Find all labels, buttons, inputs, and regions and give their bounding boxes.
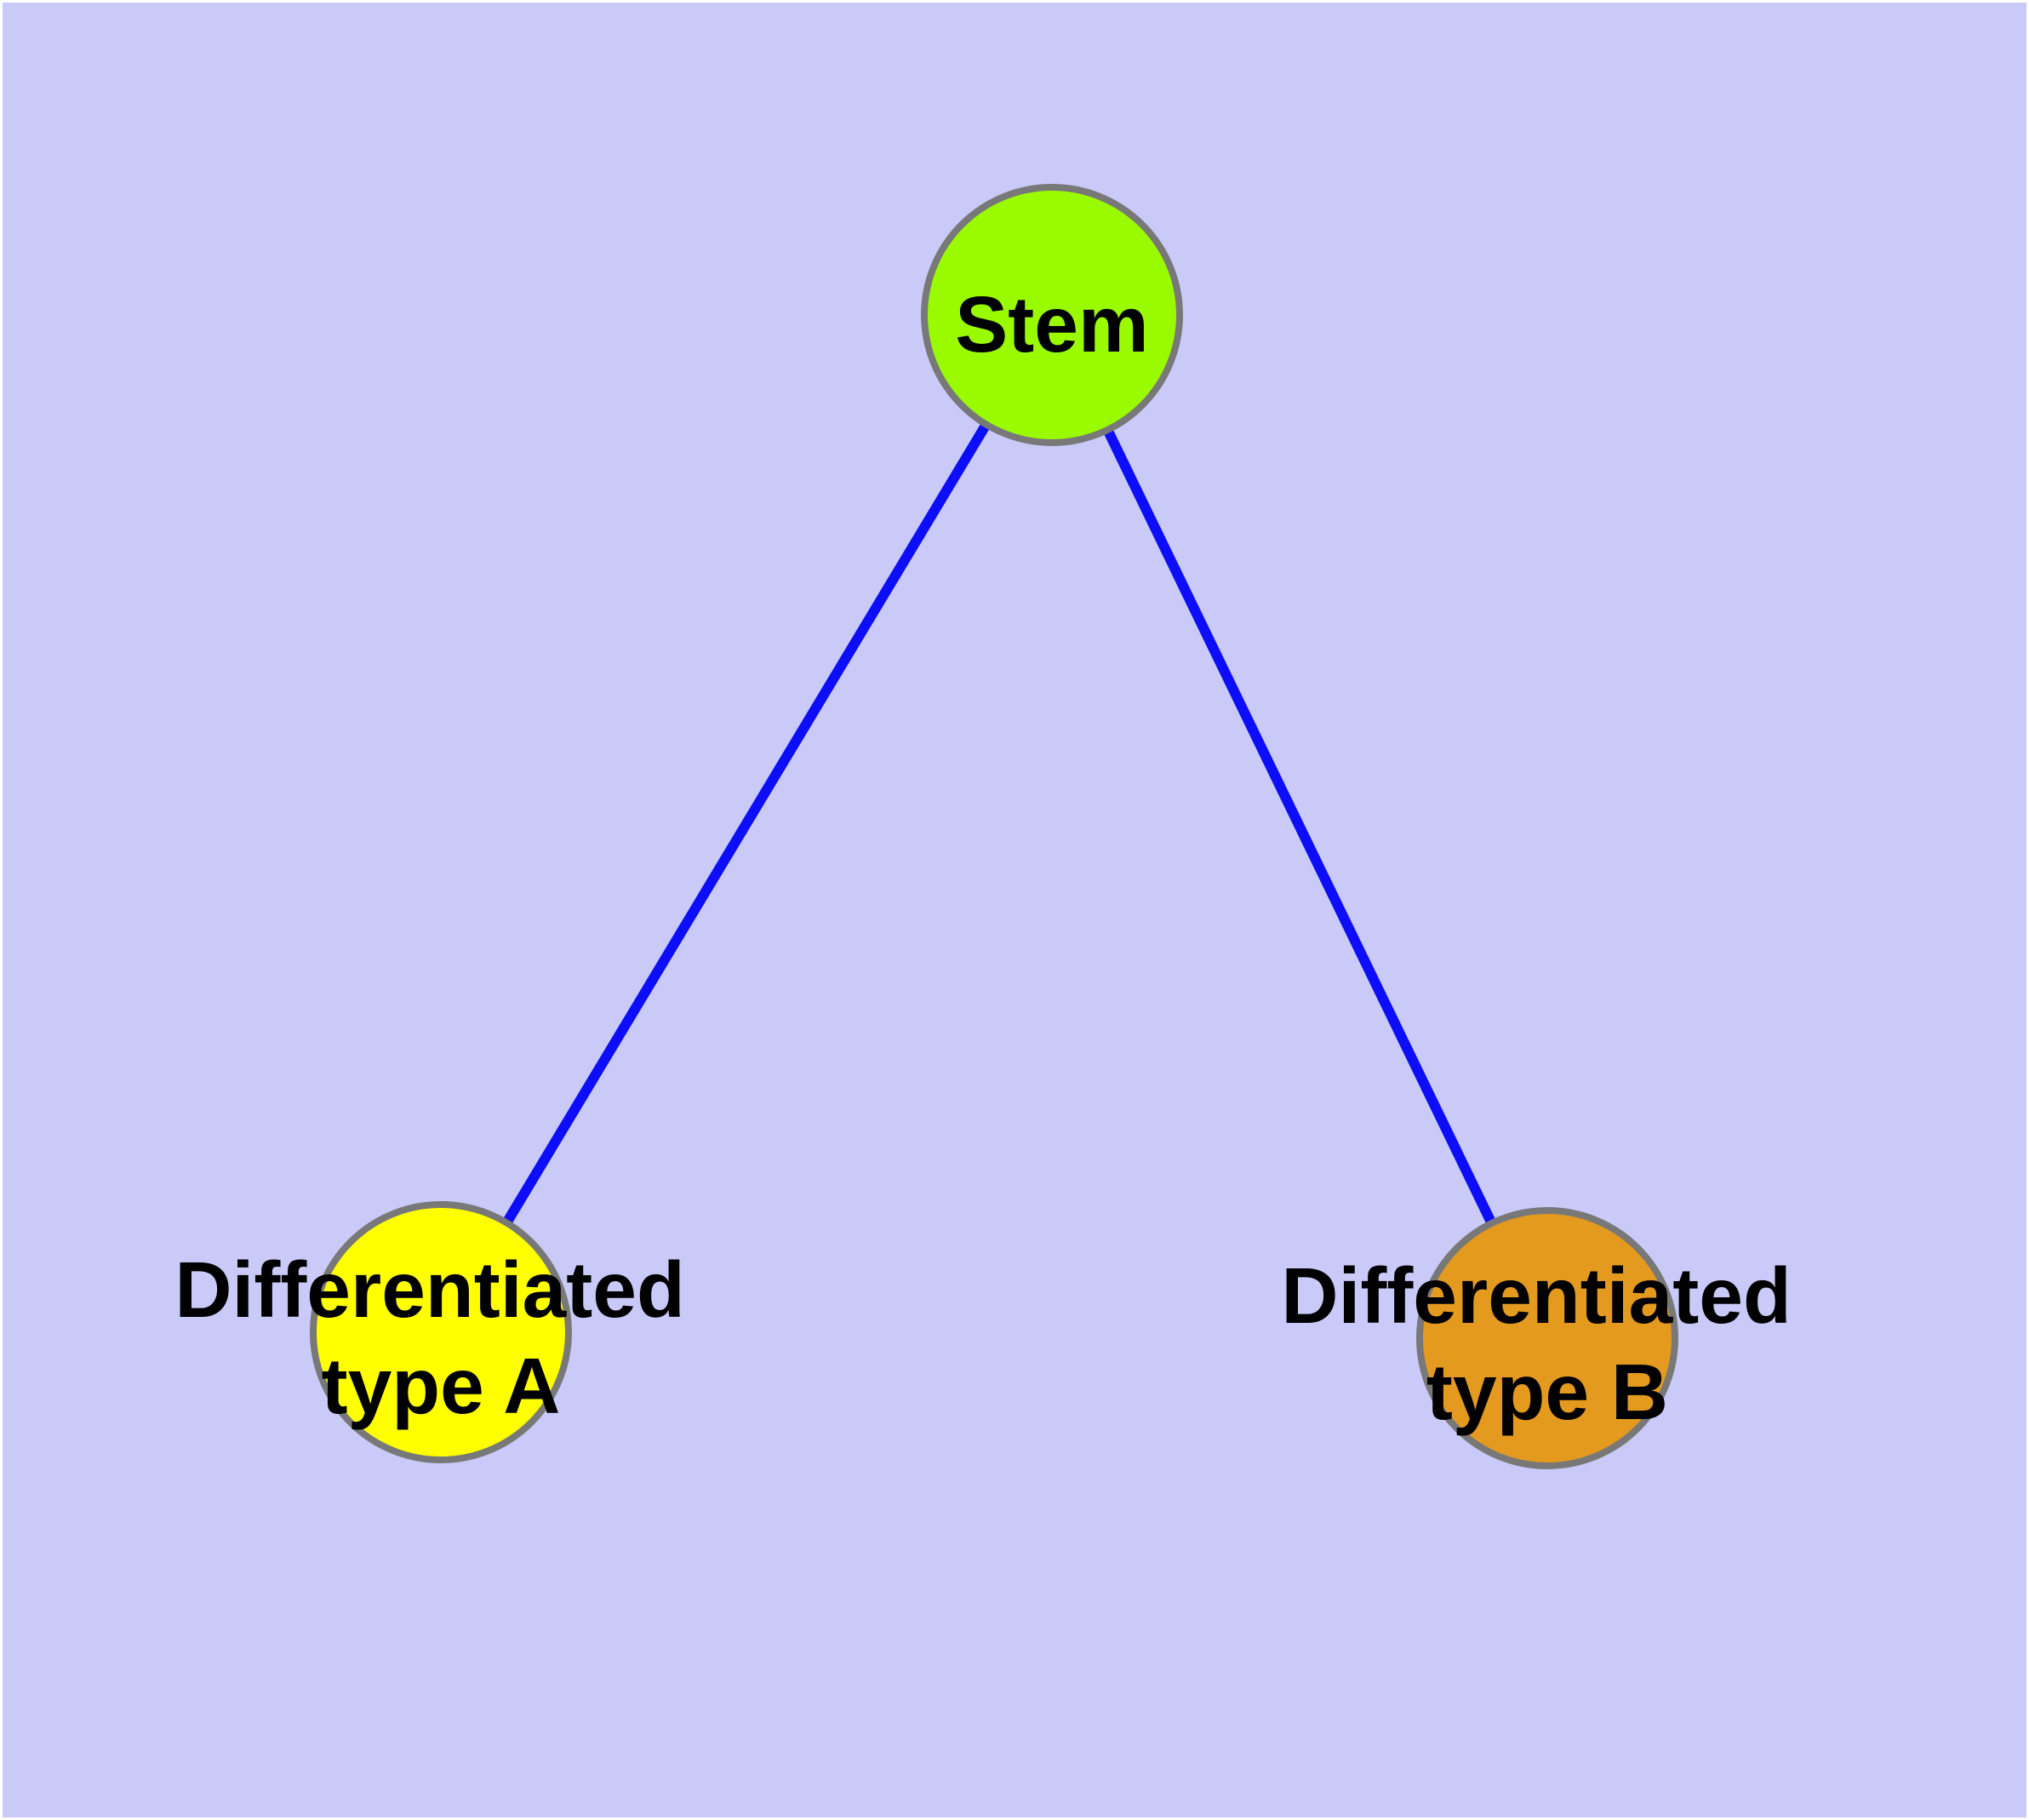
stem-node-circle [921, 184, 1183, 446]
type-a-node-label: Differentiated type A [174, 1245, 706, 1430]
type-a-label-line1: Differentiated [174, 1245, 684, 1334]
type-a-label-line2: type A [322, 1342, 561, 1430]
type-a-node-circle [310, 1201, 572, 1463]
edge-stem-to-type-a [436, 312, 1057, 1336]
type-b-node-label: Differentiated type B [1281, 1251, 1813, 1436]
type-b-node-circle [1416, 1207, 1678, 1469]
type-b-label-line1: Differentiated [1281, 1251, 1791, 1340]
edge-stem-to-type-b [1047, 312, 1552, 1341]
stem-node-label: Stem [955, 280, 1148, 369]
type-b-label-line2: type B [1426, 1348, 1668, 1436]
